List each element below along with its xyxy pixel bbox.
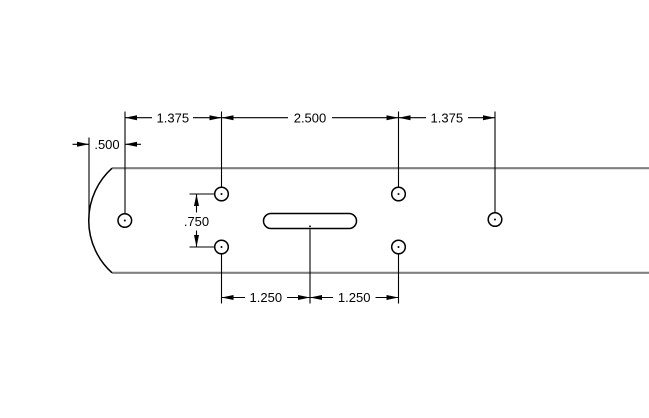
arrowhead-right-pointing-icon <box>77 141 89 147</box>
dim-label-bottom-right: 1.250 <box>338 290 371 305</box>
hole-upper-right-center-mark <box>397 193 400 195</box>
hole-upper-left <box>213 186 230 202</box>
slot-outline <box>262 212 358 230</box>
hole-right-center-mark <box>494 218 496 221</box>
dimension-top-center: 2.500 <box>221 110 399 125</box>
hole-lower-right <box>390 239 407 255</box>
dimension-bottom-right: 1.250 <box>310 290 399 305</box>
extension-lines <box>88 111 496 304</box>
arrowhead-left-pointing-icon <box>125 141 137 147</box>
holes <box>117 186 503 255</box>
hole-lower-left <box>213 239 230 255</box>
part-outline <box>88 167 649 274</box>
arrowhead-right-icon <box>386 295 399 300</box>
hole-right <box>487 211 503 228</box>
dim-label-top-center: 2.500 <box>294 110 327 125</box>
dim-label-hole-row-spacing: .750 <box>184 214 209 229</box>
hole-lower-right-center-mark <box>397 246 400 248</box>
dim-label-left-edge-offset: .500 <box>94 137 119 152</box>
arrowhead-right-icon <box>386 115 399 121</box>
arrowhead-right-icon <box>209 115 222 121</box>
dim-label-top-left: 1.375 <box>157 110 190 125</box>
slot-center-mark <box>309 225 311 228</box>
arrowhead-right-icon <box>483 115 495 121</box>
arrowhead-up-icon <box>194 194 199 206</box>
arrowhead-down-icon <box>194 235 199 247</box>
dimension-top-left: 1.375 <box>125 110 222 125</box>
hole-upper-left-center-mark <box>220 193 223 195</box>
dimension-top-right: 1.375 <box>398 110 495 125</box>
dimension-left-edge-offset: .500 <box>72 137 141 152</box>
dimension-hole-row-spacing: .750 <box>184 193 215 248</box>
dim-label-bottom-left: 1.250 <box>250 290 283 305</box>
slot <box>262 212 358 230</box>
arrowhead-left-icon <box>310 295 322 300</box>
arrowhead-left-icon <box>125 115 137 121</box>
hole-upper-right <box>390 186 407 202</box>
arrowhead-left-icon <box>221 295 234 300</box>
arrowhead-right-icon <box>298 295 310 300</box>
hole-left <box>117 212 133 229</box>
arrowhead-left-icon <box>398 115 411 121</box>
dim-label-top-right: 1.375 <box>431 110 464 125</box>
dimension-bottom-left: 1.250 <box>221 290 310 305</box>
part-left-end-arc <box>88 167 113 274</box>
arrowhead-left-icon <box>221 115 234 121</box>
hole-lower-left-center-mark <box>220 246 223 248</box>
hole-left-center-mark <box>123 219 126 222</box>
